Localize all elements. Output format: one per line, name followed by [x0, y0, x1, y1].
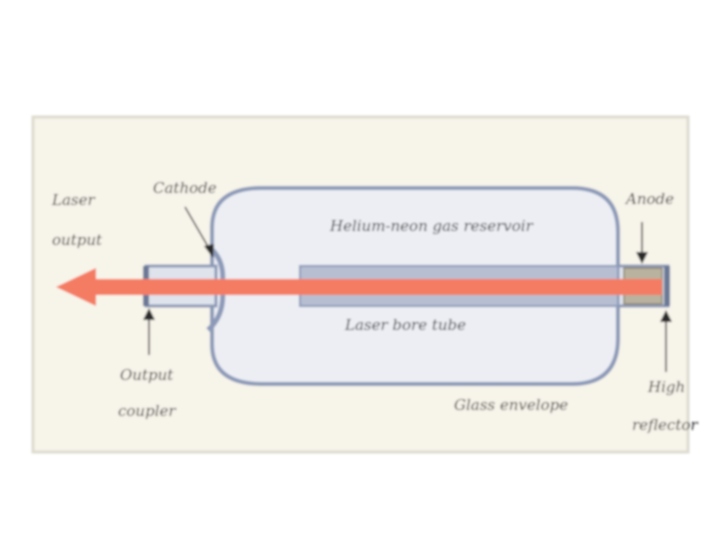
laser-beam-arrowhead: [56, 268, 96, 306]
output-coupler-pointer-head: [143, 308, 155, 320]
high-reflector: [664, 266, 670, 306]
anode-label: Anode: [624, 190, 674, 208]
cathode-pointer: [184, 206, 211, 251]
laser-output-label-line2: output: [52, 231, 103, 249]
glass-envelope-label: Glass envelope: [454, 396, 568, 414]
high-reflector-label-line1: High: [647, 378, 685, 396]
output-coupler-label-line2: coupler: [118, 402, 176, 420]
laser-bore-tube-label: Laser bore tube: [344, 316, 466, 334]
laser-beam: [92, 279, 662, 295]
high-reflector-pointer-head: [660, 310, 672, 322]
output-coupler-label-line1: Output: [120, 366, 174, 384]
laser-output-label-line1: Laser: [51, 191, 95, 209]
anode-pointer-head: [636, 252, 648, 264]
cathode-pointer-head: [204, 244, 214, 258]
gas-reservoir-label: Helium-neon gas reservoir: [329, 217, 534, 235]
cathode-label: Cathode: [153, 179, 217, 197]
high-reflector-label-line2: reflector: [632, 416, 698, 434]
